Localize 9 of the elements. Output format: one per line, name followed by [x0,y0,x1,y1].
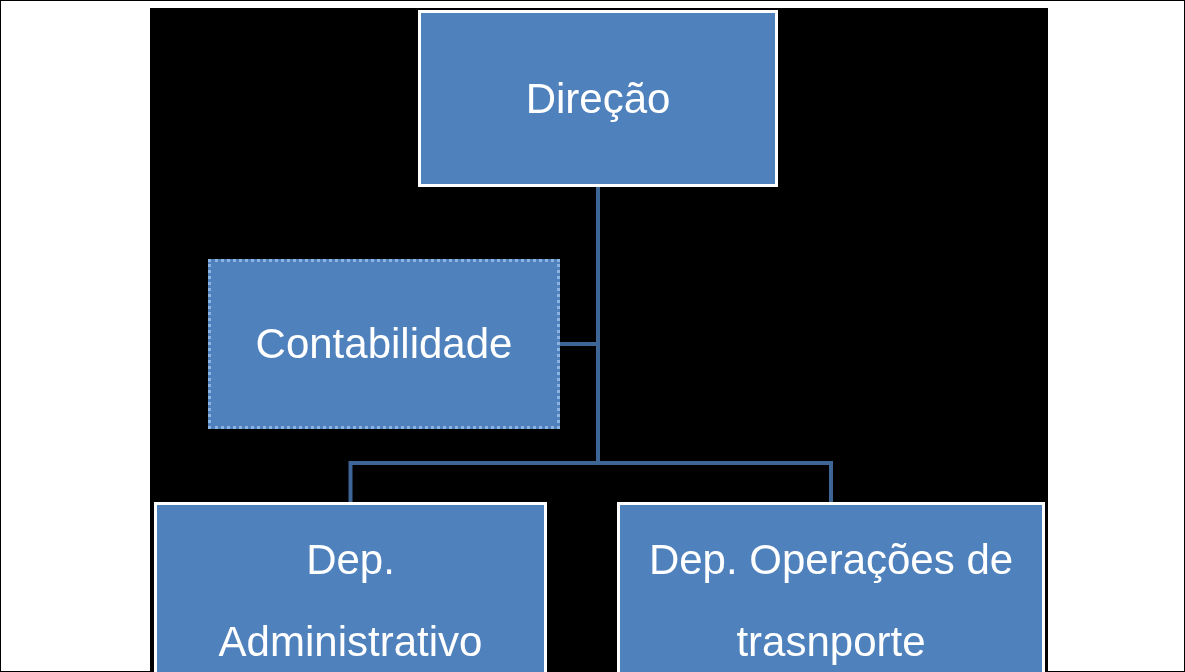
box-label: Dep. Administrativo [217,535,484,667]
box-label: Direção [524,73,672,124]
org-box [208,259,560,429]
org-box [617,502,1045,672]
org-box [154,502,547,672]
box-label: Contabilidade [254,319,514,370]
connector-line [596,187,833,502]
org-box [418,10,778,187]
box-label: Dep. Operações de trasnporte [647,535,1015,667]
